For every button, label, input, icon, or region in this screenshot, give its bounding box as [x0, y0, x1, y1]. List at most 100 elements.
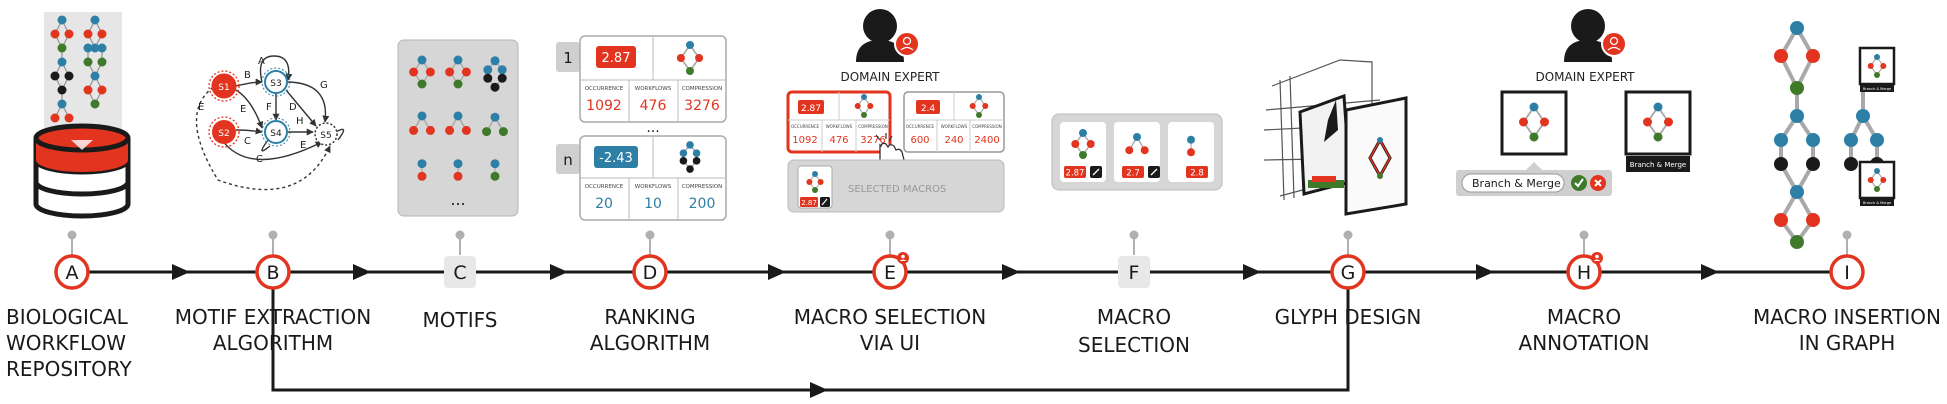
- confirm-button[interactable]: [1571, 175, 1587, 191]
- expert-label: DOMAIN EXPERT: [1536, 70, 1636, 84]
- svg-text:G: G: [320, 80, 328, 91]
- motif-node-group: [483, 56, 507, 92]
- svg-text:WORKFLOWS: WORKFLOWS: [826, 124, 853, 129]
- glyph-diamond-icon: [1368, 136, 1392, 180]
- timeline: [72, 264, 1848, 398]
- svg-text:A: A: [258, 56, 265, 67]
- macro-glyph-box: [1858, 46, 1896, 86]
- motif-node-group: [806, 171, 824, 193]
- step-label-a-line3: REPOSITORY: [6, 357, 133, 381]
- motif-glyphs: [1071, 129, 1195, 159]
- svg-text:WORKFLOWS: WORKFLOWS: [941, 124, 968, 129]
- macro-score: 2.7: [1126, 169, 1140, 179]
- step-label-a-line2: WORKFLOW: [6, 331, 126, 355]
- motif-node-group: [490, 159, 500, 181]
- selected-macros-area[interactable]: [787, 159, 1005, 213]
- score-badge: [594, 146, 638, 168]
- step-node-i: I: [1829, 254, 1865, 290]
- macro-annotation-ui: DOMAIN EXPERT Branch & Merge Branch & Me…: [1456, 9, 1692, 196]
- step-label-d-line2: ALGORITHM: [590, 331, 710, 355]
- step-node-f: F: [1118, 256, 1150, 288]
- annotated-macro-caption: Branch & Merge: [1630, 161, 1686, 169]
- motif-node-group: [1125, 133, 1149, 155]
- step-letter: I: [1844, 262, 1850, 284]
- svg-text:D: D: [289, 102, 297, 113]
- state-label: S1: [218, 83, 229, 93]
- motif-glyph: [806, 171, 824, 193]
- svg-text:E: E: [198, 102, 204, 113]
- motif-node-group: [1867, 168, 1887, 192]
- motifs-more-indicator: ...: [450, 190, 465, 209]
- state-node-s1: [211, 73, 237, 99]
- motif-node-group: [417, 159, 427, 181]
- step-label-i-line1: MACRO INSERTION: [1753, 305, 1941, 329]
- motif-node-group: [1187, 135, 1195, 157]
- step-labels: BIOLOGICAL WORKFLOW REPOSITORY MOTIF EXT…: [6, 305, 1941, 381]
- svg-text:20: 20: [595, 196, 613, 212]
- motif-node-group: [409, 55, 435, 89]
- state-nodes: S1 S2 S3 S4 S5: [208, 67, 338, 148]
- step-letter: C: [453, 262, 466, 284]
- svg-text:E: E: [300, 140, 306, 151]
- motif-node-group: [1519, 102, 1549, 142]
- motif-node-group: [676, 41, 704, 75]
- svg-text:600: 600: [910, 135, 929, 146]
- step-letter: E: [884, 262, 896, 284]
- close-icon: [1594, 179, 1602, 187]
- svg-text:OCCURRENCE: OCCURRENCE: [585, 184, 624, 190]
- step-label-h-line2: ANNOTATION: [1519, 331, 1650, 355]
- ranking-ellipsis: ...: [646, 120, 659, 136]
- step-node-c: C: [444, 256, 476, 288]
- step-node-d: D: [632, 254, 668, 290]
- step-node-e: E: [872, 252, 909, 290]
- motif-glyph: [969, 94, 989, 118]
- svg-text:E: E: [240, 104, 246, 115]
- score-badge: [916, 100, 940, 114]
- svg-text:2.87: 2.87: [801, 199, 817, 207]
- macro-caption: Branch & Merge: [1863, 201, 1891, 205]
- svg-text:2.4: 2.4: [921, 104, 936, 114]
- svg-text:476: 476: [640, 98, 667, 114]
- step-label-e-line1: MACRO SELECTION: [794, 305, 986, 329]
- macro-name-input[interactable]: [1461, 173, 1565, 193]
- motif-glyphs: [409, 55, 508, 181]
- step-label-b-line2: ALGORITHM: [213, 331, 333, 355]
- step-node-g: G: [1330, 254, 1366, 290]
- step-letter: H: [1577, 262, 1591, 284]
- motif-glyph: [676, 41, 704, 75]
- step-letter: B: [266, 262, 279, 284]
- step-label-i-line2: IN GRAPH: [1799, 331, 1896, 355]
- macro-glyph-box: [1500, 90, 1568, 156]
- svg-text:200: 200: [689, 196, 716, 212]
- svg-text:2400: 2400: [974, 135, 999, 146]
- state-node-s2: [212, 120, 236, 144]
- svg-text:F: F: [266, 102, 272, 113]
- svg-text:COMPRESSION: COMPRESSION: [682, 86, 723, 92]
- svg-text:476: 476: [829, 135, 848, 146]
- state-node-s5: [314, 122, 338, 146]
- macro-selection-ui: DOMAIN EXPERT 2.87 OCCURRENCE WORKFLOWS …: [786, 9, 1005, 213]
- check-icon: [1574, 178, 1584, 188]
- state-node-s4: [264, 120, 288, 144]
- rank-bottom: n: [563, 151, 573, 169]
- state-label: S4: [270, 129, 282, 139]
- svg-text:C: C: [244, 136, 251, 147]
- cancel-button[interactable]: [1590, 175, 1606, 191]
- macro-score: 2.8: [1190, 169, 1204, 179]
- score-badge: [798, 100, 824, 114]
- macro-name-value: Branch & Merge: [1472, 177, 1561, 190]
- motif-node-group: [679, 141, 701, 173]
- svg-text:OCCURRENCE: OCCURRENCE: [585, 86, 624, 92]
- macro-caption: Branch & Merge: [1863, 87, 1891, 91]
- svg-text:COMPRESSION: COMPRESSION: [972, 124, 1002, 129]
- state-node-s3: [264, 70, 288, 94]
- step-letter: F: [1129, 262, 1140, 284]
- motifs-panel: ...: [397, 39, 519, 217]
- svg-text:COMPRESSION: COMPRESSION: [682, 184, 723, 190]
- svg-text:10: 10: [644, 196, 662, 212]
- step-label-a-line1: BIOLOGICAL: [6, 305, 129, 329]
- svg-text:-2.43: -2.43: [599, 151, 633, 166]
- node-stems: [67, 230, 1852, 255]
- step-label-c-line1: MOTIFS: [423, 308, 498, 332]
